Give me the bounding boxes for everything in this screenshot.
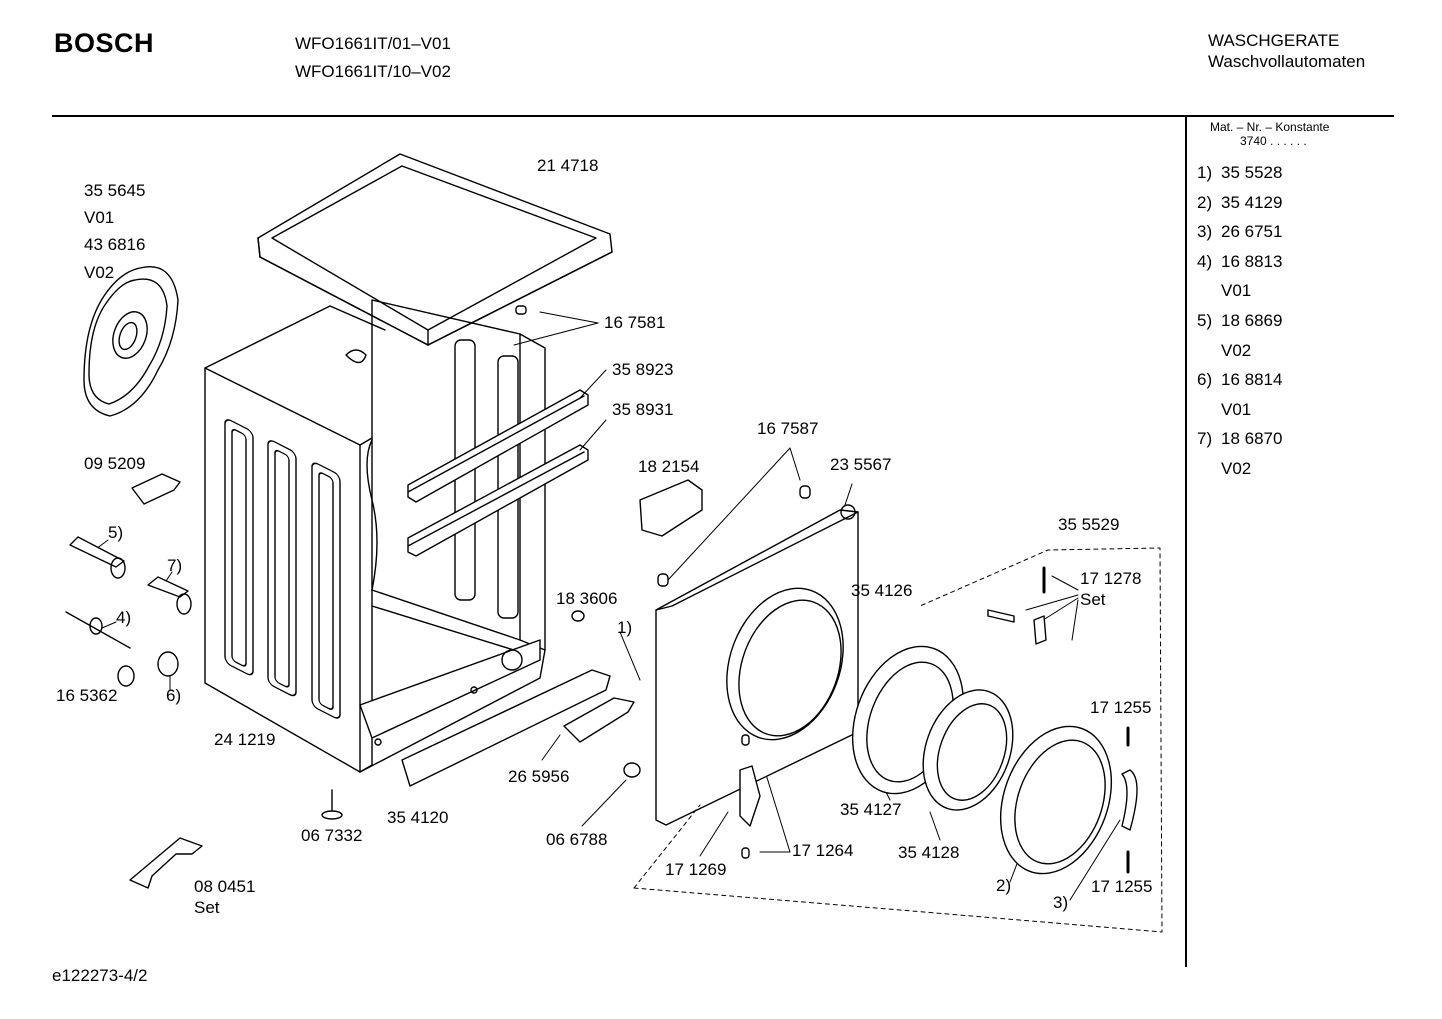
- model-numbers: WFO1661IT/01–V01 WFO1661IT/10–V02: [295, 30, 451, 86]
- label-rail-upper: 35 8923: [612, 360, 674, 379]
- label-transport-tool: 08 0451: [194, 877, 256, 896]
- door-assembly-outline: [633, 804, 701, 889]
- note-num: 6): [1197, 370, 1213, 390]
- label-transport-tool-set: Set: [194, 898, 220, 917]
- note-text: V02: [1221, 458, 1252, 478]
- model-number: WFO1661IT/01–V01: [295, 34, 451, 53]
- note-row: V02: [1197, 454, 1282, 484]
- note-text: V01: [1221, 281, 1252, 301]
- label-hinge-set-word: Set: [1080, 590, 1106, 609]
- label-bushing: 17 1264: [792, 841, 854, 860]
- note-text: 35 5528: [1221, 163, 1283, 182]
- front-panel: [655, 504, 859, 826]
- note-num: 7): [1197, 429, 1213, 449]
- label-front-panel: 23 5567: [830, 455, 892, 474]
- top-cover: [257, 153, 613, 346]
- label-clip-top: 16 7581: [604, 313, 666, 332]
- note-row: V02: [1197, 336, 1282, 366]
- label-ref-4: 4): [116, 608, 132, 627]
- note-row: V01: [1197, 276, 1282, 306]
- label-rear-cover-alt: 43 6816: [84, 235, 146, 254]
- note-num: 1): [1197, 163, 1213, 182]
- rails: [407, 389, 589, 557]
- rear-cover: [83, 266, 179, 417]
- category-line: WASCHGERATE: [1208, 31, 1340, 50]
- note-row: 3) 26 6751: [1197, 217, 1282, 247]
- mat-constant: 3740 . . . . . .: [1240, 134, 1307, 148]
- label-plinth-cover: 26 5956: [508, 767, 570, 786]
- label-foot: 06 7332: [301, 826, 363, 845]
- label-bellows-ring: 35 4126: [851, 581, 913, 600]
- label-hinge-set: 17 1278: [1080, 569, 1142, 588]
- label-door-glass: 35 4128: [898, 843, 960, 862]
- label-plinth: 35 4120: [387, 808, 449, 827]
- category-title: WASCHGERATE Waschvollautomaten: [1208, 30, 1365, 72]
- header-divider: [52, 115, 1394, 117]
- label-ref-6: 6): [166, 686, 182, 705]
- label-door-lock: 18 2154: [638, 457, 700, 476]
- label-clip-small: 16 7587: [757, 419, 819, 438]
- label-ref-2: 2): [996, 876, 1012, 895]
- note-num: 4): [1197, 251, 1213, 271]
- note-num: 3): [1197, 222, 1213, 242]
- label-handle-pin-bottom: 17 1255: [1091, 877, 1153, 896]
- note-text: 16 8814: [1221, 370, 1283, 390]
- mat-label: Mat. – Nr. – Konstante: [1210, 120, 1330, 134]
- small-parts: [65, 305, 1047, 889]
- note-num: 5): [1197, 310, 1213, 330]
- label-hinge: 17 1269: [665, 860, 727, 879]
- label-ref-1: 1): [617, 618, 633, 637]
- note-text: 16 8813: [1221, 251, 1283, 271]
- brand-logo: BOSCH: [54, 28, 155, 58]
- label-bracket: 09 5209: [84, 454, 146, 473]
- note-row: 2) 35 4129: [1197, 188, 1282, 218]
- label-cabinet: 24 1219: [214, 730, 276, 749]
- note-text: 26 6751: [1221, 222, 1283, 242]
- note-row: 4) 16 8813: [1197, 247, 1282, 277]
- model-number: WFO1661IT/10–V02: [295, 62, 451, 81]
- label-ref-7: 7): [167, 556, 183, 575]
- door-assembly-outline: [633, 547, 1163, 933]
- material-constant: Mat. – Nr. – Konstante 3740 . . . . . .: [1210, 120, 1329, 148]
- door-rings: [851, 645, 1138, 875]
- note-row: V01: [1197, 395, 1282, 425]
- note-row: 6) 16 8814: [1197, 365, 1282, 395]
- note-text: 18 6870: [1221, 429, 1283, 449]
- label-ref-3: 3): [1053, 893, 1069, 912]
- label-knob: 16 5362: [56, 686, 118, 705]
- note-row: 5) 18 6869: [1197, 306, 1282, 336]
- note-row: 7) 18 6870: [1197, 424, 1282, 454]
- label-ref-5: 5): [108, 523, 124, 542]
- note-text: 35 4129: [1221, 192, 1283, 212]
- label-rail-lower: 35 8931: [612, 400, 674, 419]
- category-line: Waschvollautomaten: [1208, 52, 1366, 71]
- label-top-cover: 21 4718: [537, 156, 599, 175]
- note-text: V02: [1221, 340, 1252, 360]
- note-num: 2): [1197, 192, 1213, 212]
- note-text: V01: [1221, 399, 1252, 419]
- label-handle-pin-top: 17 1255: [1090, 698, 1152, 717]
- label-lamp: 06 6788: [546, 830, 608, 849]
- label-rear-cover: 35 5645: [84, 181, 146, 200]
- reference-notes: 1)35 5528 2)35 4129 3)26 6751 4)16 8813 …: [1197, 158, 1282, 484]
- label-rear-cover-v01: V01: [84, 208, 115, 227]
- cabinet: [204, 299, 546, 773]
- label-door-ring-inner: 35 4127: [840, 800, 902, 819]
- label-rear-cover-v02: V02: [84, 263, 115, 282]
- note-row: 1) 35 5528: [1197, 158, 1282, 188]
- label-door-assembly: 35 5529: [1058, 515, 1120, 534]
- drawing-id: e122273-4/2: [52, 966, 148, 985]
- note-text: 18 6869: [1221, 310, 1283, 330]
- label-plug: 18 3606: [556, 589, 618, 608]
- sidebar-divider: [1185, 117, 1187, 967]
